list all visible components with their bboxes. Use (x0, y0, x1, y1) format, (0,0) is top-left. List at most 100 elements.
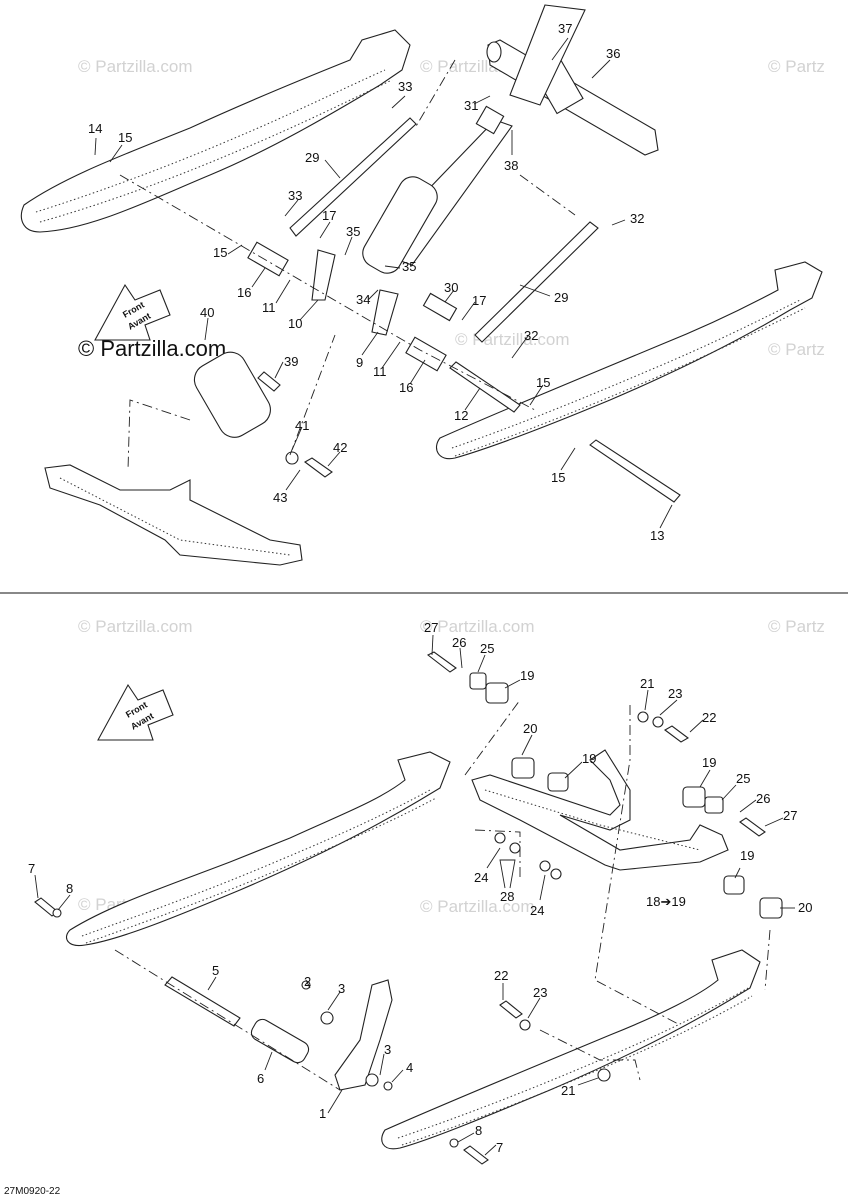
callout: 21 (640, 676, 654, 691)
front-swing-arm (471, 749, 729, 871)
callout: 19 (702, 755, 716, 770)
upper-cross-shaft (486, 4, 659, 156)
bolt-27-right (739, 817, 766, 837)
callout: 2 (304, 974, 311, 989)
callout: 26 (452, 635, 466, 650)
callout: 36 (606, 46, 620, 61)
callout: 19 (520, 668, 534, 683)
callout: 28 (500, 889, 514, 904)
callout: 4 (406, 1060, 413, 1075)
callout: 33 (398, 79, 412, 94)
callout: 21 (561, 1083, 575, 1098)
front-direction-arrow: Front Avant (94, 283, 171, 341)
bushing-19-right (682, 786, 706, 808)
watermark: © Partzilla.com (420, 897, 535, 916)
callout: 6 (257, 1071, 264, 1086)
callout: 35 (402, 259, 416, 274)
bolt-7-bottom (463, 1145, 489, 1165)
callout: 25 (736, 771, 750, 786)
rear-shock-absorber (193, 351, 271, 438)
callout: 39 (284, 354, 298, 369)
callout: 40 (200, 305, 214, 320)
spacer-16-left (247, 241, 289, 277)
bolt-22-bottom (499, 1000, 523, 1019)
callout: 29 (305, 150, 319, 165)
callout: 23 (533, 985, 547, 1000)
callout: 23 (668, 686, 682, 701)
callout: 43 (273, 490, 287, 505)
bottom-leader-lines (34, 634, 795, 1156)
callout: 15 (213, 245, 227, 260)
bushing-19-lower (723, 875, 745, 895)
callout: 12 (454, 408, 468, 423)
callout: 20 (523, 721, 537, 736)
callout: 17 (322, 208, 336, 223)
watermark: © Partz (768, 340, 825, 359)
callout: 32 (630, 211, 644, 226)
watermark: © Partzilla.com (78, 617, 193, 636)
bracket-1 (334, 979, 393, 1091)
callout: 35 (346, 224, 360, 239)
callout: 38 (504, 158, 518, 173)
bolt-42 (304, 457, 333, 478)
callout: 3 (384, 1042, 391, 1057)
bolt-22-right (664, 725, 689, 743)
bushing-25-right (704, 796, 724, 814)
watermark: © Partzilla.com (420, 617, 535, 636)
bushing-19-mid (547, 772, 569, 792)
tube-5 (164, 976, 241, 1027)
watermark: © Partzilla.com (455, 330, 570, 349)
callout: 20 (798, 900, 812, 915)
callout: 41 (295, 418, 309, 433)
callout: 17 (472, 293, 486, 308)
callout: 32 (524, 328, 538, 343)
center-shock-absorber (362, 105, 513, 274)
callout: 15 (536, 375, 550, 390)
callout: 22 (702, 710, 716, 725)
link-rod-right (474, 221, 599, 343)
top-leader-lines (94, 37, 673, 529)
callout: 7 (28, 861, 35, 876)
bushing-19-top (485, 682, 509, 704)
top-callouts: 37 36 33 31 38 14 15 29 33 17 35 32 15 1… (88, 21, 664, 543)
callout: 9 (356, 355, 363, 370)
bolt-13 (589, 439, 681, 503)
arm-right (371, 289, 399, 336)
callout: 24 (530, 903, 544, 918)
callout: 13 (650, 528, 664, 543)
callout: 8 (66, 881, 73, 896)
callout: 24 (474, 870, 488, 885)
nut-4 (383, 1081, 393, 1091)
link-rod-left (289, 117, 417, 237)
shaft-12 (449, 361, 521, 413)
callout: 31 (464, 98, 478, 113)
washer-3-top (320, 1011, 334, 1025)
callout: 3 (338, 981, 345, 996)
callout: 5 (212, 963, 219, 978)
right-slide-rail (436, 261, 823, 460)
callout: 25 (480, 641, 494, 656)
bolt-39 (257, 371, 281, 392)
tube-6 (250, 1018, 310, 1064)
left-slide-rail-bottom (66, 751, 451, 947)
callout: 16 (237, 285, 251, 300)
callout: 11 (373, 364, 387, 379)
spacer-30 (422, 292, 458, 322)
callout: 37 (558, 21, 572, 36)
washer-41 (285, 451, 299, 465)
callout: 26 (756, 791, 770, 806)
callout: 7 (496, 1140, 503, 1155)
callout: 10 (288, 316, 302, 331)
watermark: © Partz (768, 57, 825, 76)
callout: 19 (582, 751, 596, 766)
bushing-20-lower (759, 897, 783, 919)
callout: 33 (288, 188, 302, 203)
callout: 11 (262, 300, 276, 315)
bushing-25-top (469, 672, 487, 690)
right-slide-rail-bottom (381, 949, 761, 1150)
callout: 18➔19 (646, 894, 686, 909)
callout: 15 (551, 470, 565, 485)
watermark: © Partz (768, 617, 825, 636)
